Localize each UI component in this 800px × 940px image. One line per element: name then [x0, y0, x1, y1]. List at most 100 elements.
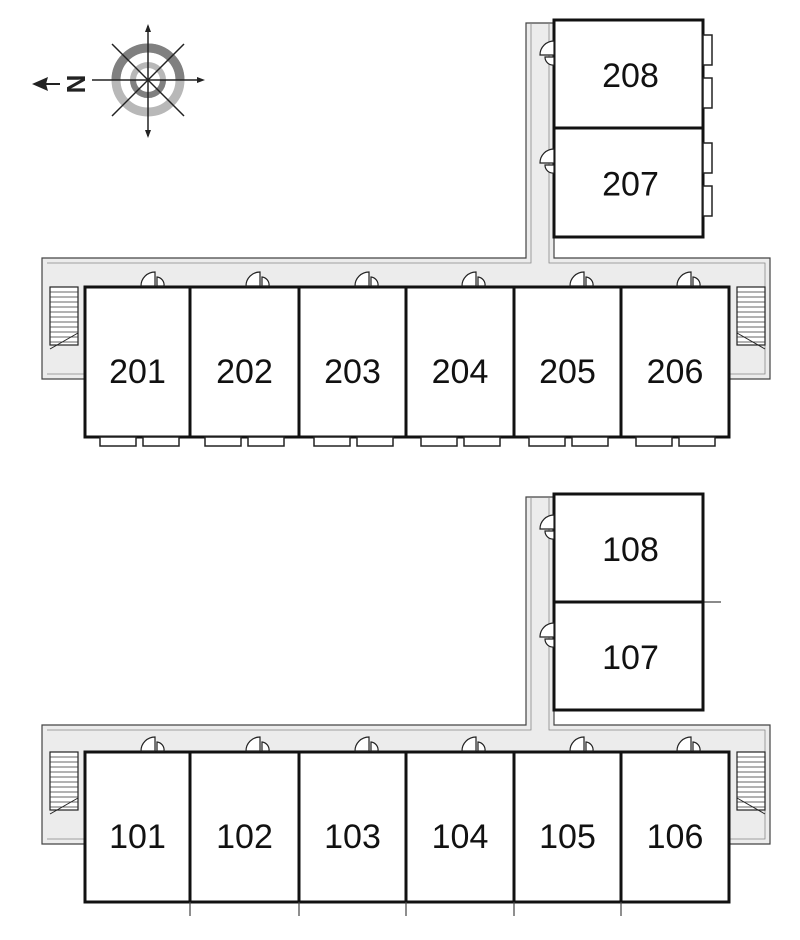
- door-icon: [569, 271, 585, 287]
- unit-room: [188, 750, 301, 904]
- door-icon: [539, 40, 555, 56]
- balcony: [356, 436, 394, 447]
- door-icon: [676, 736, 692, 752]
- unit-room: [297, 285, 408, 439]
- unit-102: 102: [188, 736, 301, 916]
- door-icon: [245, 271, 261, 287]
- door-icon: [354, 736, 370, 752]
- unit-104: 104: [404, 736, 516, 916]
- door-icon: [539, 514, 555, 530]
- door-icon: [692, 276, 701, 287]
- unit-208: 208: [539, 18, 713, 130]
- unit-number: 203: [324, 353, 381, 391]
- unit-number: 206: [647, 353, 704, 391]
- door-icon: [245, 736, 261, 752]
- unit-107: 107: [539, 600, 705, 712]
- unit-number: 201: [109, 353, 166, 391]
- unit-room: [188, 285, 301, 439]
- door-icon: [461, 736, 477, 752]
- unit-room: [83, 750, 192, 904]
- balcony: [702, 185, 713, 217]
- unit-number: 207: [602, 166, 659, 204]
- door-icon: [544, 56, 555, 66]
- door-icon: [692, 741, 701, 752]
- unit-205: 205: [512, 271, 623, 447]
- unit-room: [552, 600, 705, 712]
- balcony: [635, 436, 673, 447]
- unit-number: 103: [324, 818, 381, 856]
- compass-icon: N: [32, 24, 205, 138]
- stair-arrow: [49, 797, 79, 815]
- balcony: [313, 436, 351, 447]
- unit-106: 106: [619, 736, 731, 916]
- door-icon: [156, 741, 165, 752]
- unit-number: 105: [539, 818, 596, 856]
- door-icon: [585, 276, 594, 287]
- unit-101: 101: [83, 736, 192, 904]
- unit-room: [552, 492, 705, 604]
- balcony: [420, 436, 458, 447]
- balcony: [571, 436, 609, 447]
- unit-number: 202: [216, 353, 273, 391]
- unit-number: 101: [109, 818, 166, 856]
- stair-arrow: [736, 332, 766, 350]
- balcony: [678, 436, 716, 447]
- unit-number: 106: [647, 818, 704, 856]
- north-label: N: [61, 75, 91, 94]
- unit-number: 104: [432, 818, 489, 856]
- door-icon: [461, 271, 477, 287]
- door-icon: [544, 530, 555, 540]
- door-icon: [544, 638, 555, 648]
- door-icon: [156, 276, 165, 287]
- staircase: [49, 286, 79, 350]
- balcony: [204, 436, 242, 447]
- unit-201: 201: [83, 271, 192, 447]
- unit-105: 105: [512, 736, 623, 916]
- unit-number: 102: [216, 818, 273, 856]
- unit-202: 202: [188, 271, 301, 447]
- unit-108: 108: [539, 492, 721, 604]
- stair-outline: [736, 286, 766, 346]
- door-icon: [140, 736, 156, 752]
- door-icon: [261, 741, 270, 752]
- unit-204: 204: [404, 271, 516, 447]
- stair-outline: [49, 751, 79, 811]
- unit-room: [404, 750, 516, 904]
- floor-1f: 101 102 103 104 105 106 108 107: [41, 492, 771, 916]
- unit-207: 207: [539, 126, 713, 239]
- door-icon: [477, 276, 486, 287]
- door-icon: [544, 164, 555, 174]
- stair-arrow: [49, 332, 79, 350]
- unit-103: 103: [297, 736, 408, 916]
- door-icon: [676, 271, 692, 287]
- balcony: [528, 436, 566, 447]
- door-icon: [261, 276, 270, 287]
- unit-room: [552, 126, 705, 239]
- door-icon: [354, 271, 370, 287]
- unit-number: 205: [539, 353, 596, 391]
- unit-number: 108: [602, 531, 659, 569]
- stair-arrow: [736, 797, 766, 815]
- unit-206: 206: [619, 271, 731, 447]
- balcony: [247, 436, 285, 447]
- unit-203: 203: [297, 271, 408, 447]
- unit-room: [619, 750, 731, 904]
- stair-outline: [49, 286, 79, 346]
- unit-room: [552, 18, 705, 130]
- unit-room: [512, 750, 623, 904]
- balcony: [142, 436, 180, 447]
- floor-2f: 201 202 203 204 205 206 208 207: [41, 18, 771, 447]
- door-icon: [370, 276, 379, 287]
- door-icon: [370, 741, 379, 752]
- door-icon: [539, 148, 555, 164]
- corridor-rail: [47, 23, 766, 375]
- unit-number: 208: [602, 57, 659, 95]
- staircase: [736, 286, 766, 350]
- door-icon: [140, 271, 156, 287]
- unit-number: 204: [432, 353, 489, 391]
- unit-room: [619, 285, 731, 439]
- balcony: [463, 436, 501, 447]
- door-icon: [477, 741, 486, 752]
- balcony: [99, 436, 137, 447]
- corridor-rail: [47, 497, 766, 840]
